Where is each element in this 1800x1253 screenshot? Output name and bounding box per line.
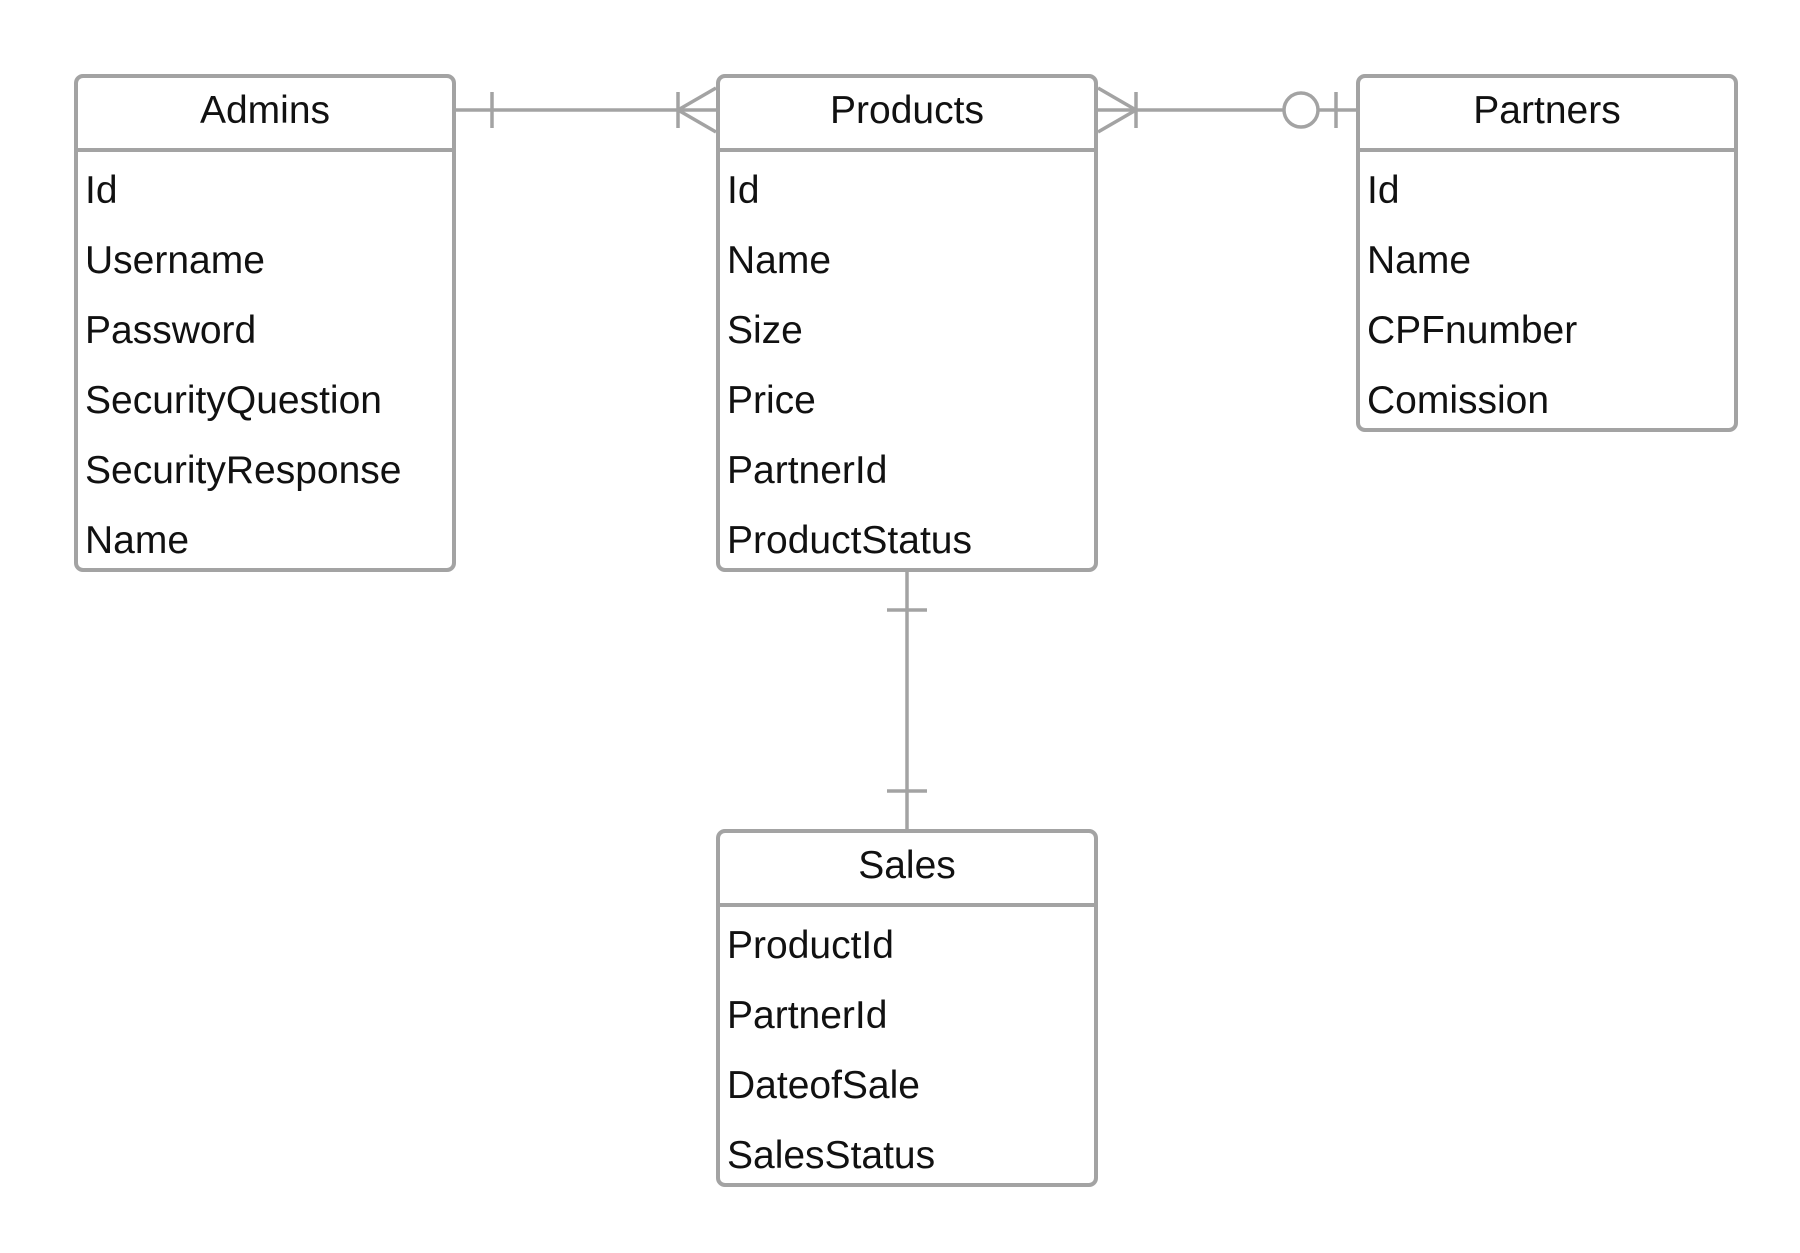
entity-title-partners: Partners (1360, 78, 1734, 152)
field-partners-name: Name (1367, 239, 1472, 282)
field-admins-securityresponse: SecurityResponse (85, 449, 402, 492)
relationship-products-sales (887, 572, 927, 829)
field-products-productstatus: ProductStatus (727, 519, 972, 562)
entity-fields-sales: ProductId PartnerId DateofSale SalesStat… (720, 907, 1094, 1191)
entity-title-sales: Sales (720, 833, 1094, 907)
field-admins-password: Password (85, 309, 257, 352)
crowfoot-products-lower (1097, 108, 1137, 134)
entity-fields-partners: Id Name CPFnumber Comission (1360, 152, 1734, 436)
crowfoot-products-lower (677, 108, 717, 134)
field-products-size: Size (727, 309, 803, 352)
entity-title-products: Products (720, 78, 1094, 152)
field-products-id: Id (727, 169, 760, 212)
crowfoot-products-upper (1097, 86, 1137, 112)
crowfoot-products-upper (677, 86, 717, 112)
entity-partners[interactable]: Partners Id Name CPFnumber Comission (1356, 74, 1738, 432)
entity-title-admins: Admins (78, 78, 452, 152)
field-products-partnerid: PartnerId (727, 449, 888, 492)
field-partners-id: Id (1367, 169, 1400, 212)
field-sales-salesstatus: SalesStatus (727, 1134, 936, 1177)
field-sales-dateofsale: DateofSale (727, 1064, 920, 1107)
field-sales-productid: ProductId (727, 924, 894, 967)
entity-sales[interactable]: Sales ProductId PartnerId DateofSale Sal… (716, 829, 1098, 1187)
zero-marker-partners (1282, 91, 1320, 129)
field-products-price: Price (727, 379, 816, 422)
field-partners-cpfnumber: CPFnumber (1367, 309, 1578, 352)
field-partners-comission: Comission (1367, 379, 1550, 422)
field-admins-securityquestion: SecurityQuestion (85, 379, 382, 422)
field-admins-id: Id (85, 169, 118, 212)
entity-products[interactable]: Products Id Name Size Price PartnerId Pr… (716, 74, 1098, 572)
entity-fields-products: Id Name Size Price PartnerId ProductStat… (720, 152, 1094, 576)
relationship-admins-products (456, 86, 717, 134)
field-admins-name: Name (85, 519, 190, 562)
field-admins-username: Username (85, 239, 265, 282)
relationship-products-partners (1097, 86, 1356, 134)
field-sales-partnerid: PartnerId (727, 994, 888, 1037)
entity-admins[interactable]: Admins Id Username Password SecurityQues… (74, 74, 456, 572)
entity-fields-admins: Id Username Password SecurityQuestion Se… (78, 152, 452, 576)
field-products-name: Name (727, 239, 832, 282)
